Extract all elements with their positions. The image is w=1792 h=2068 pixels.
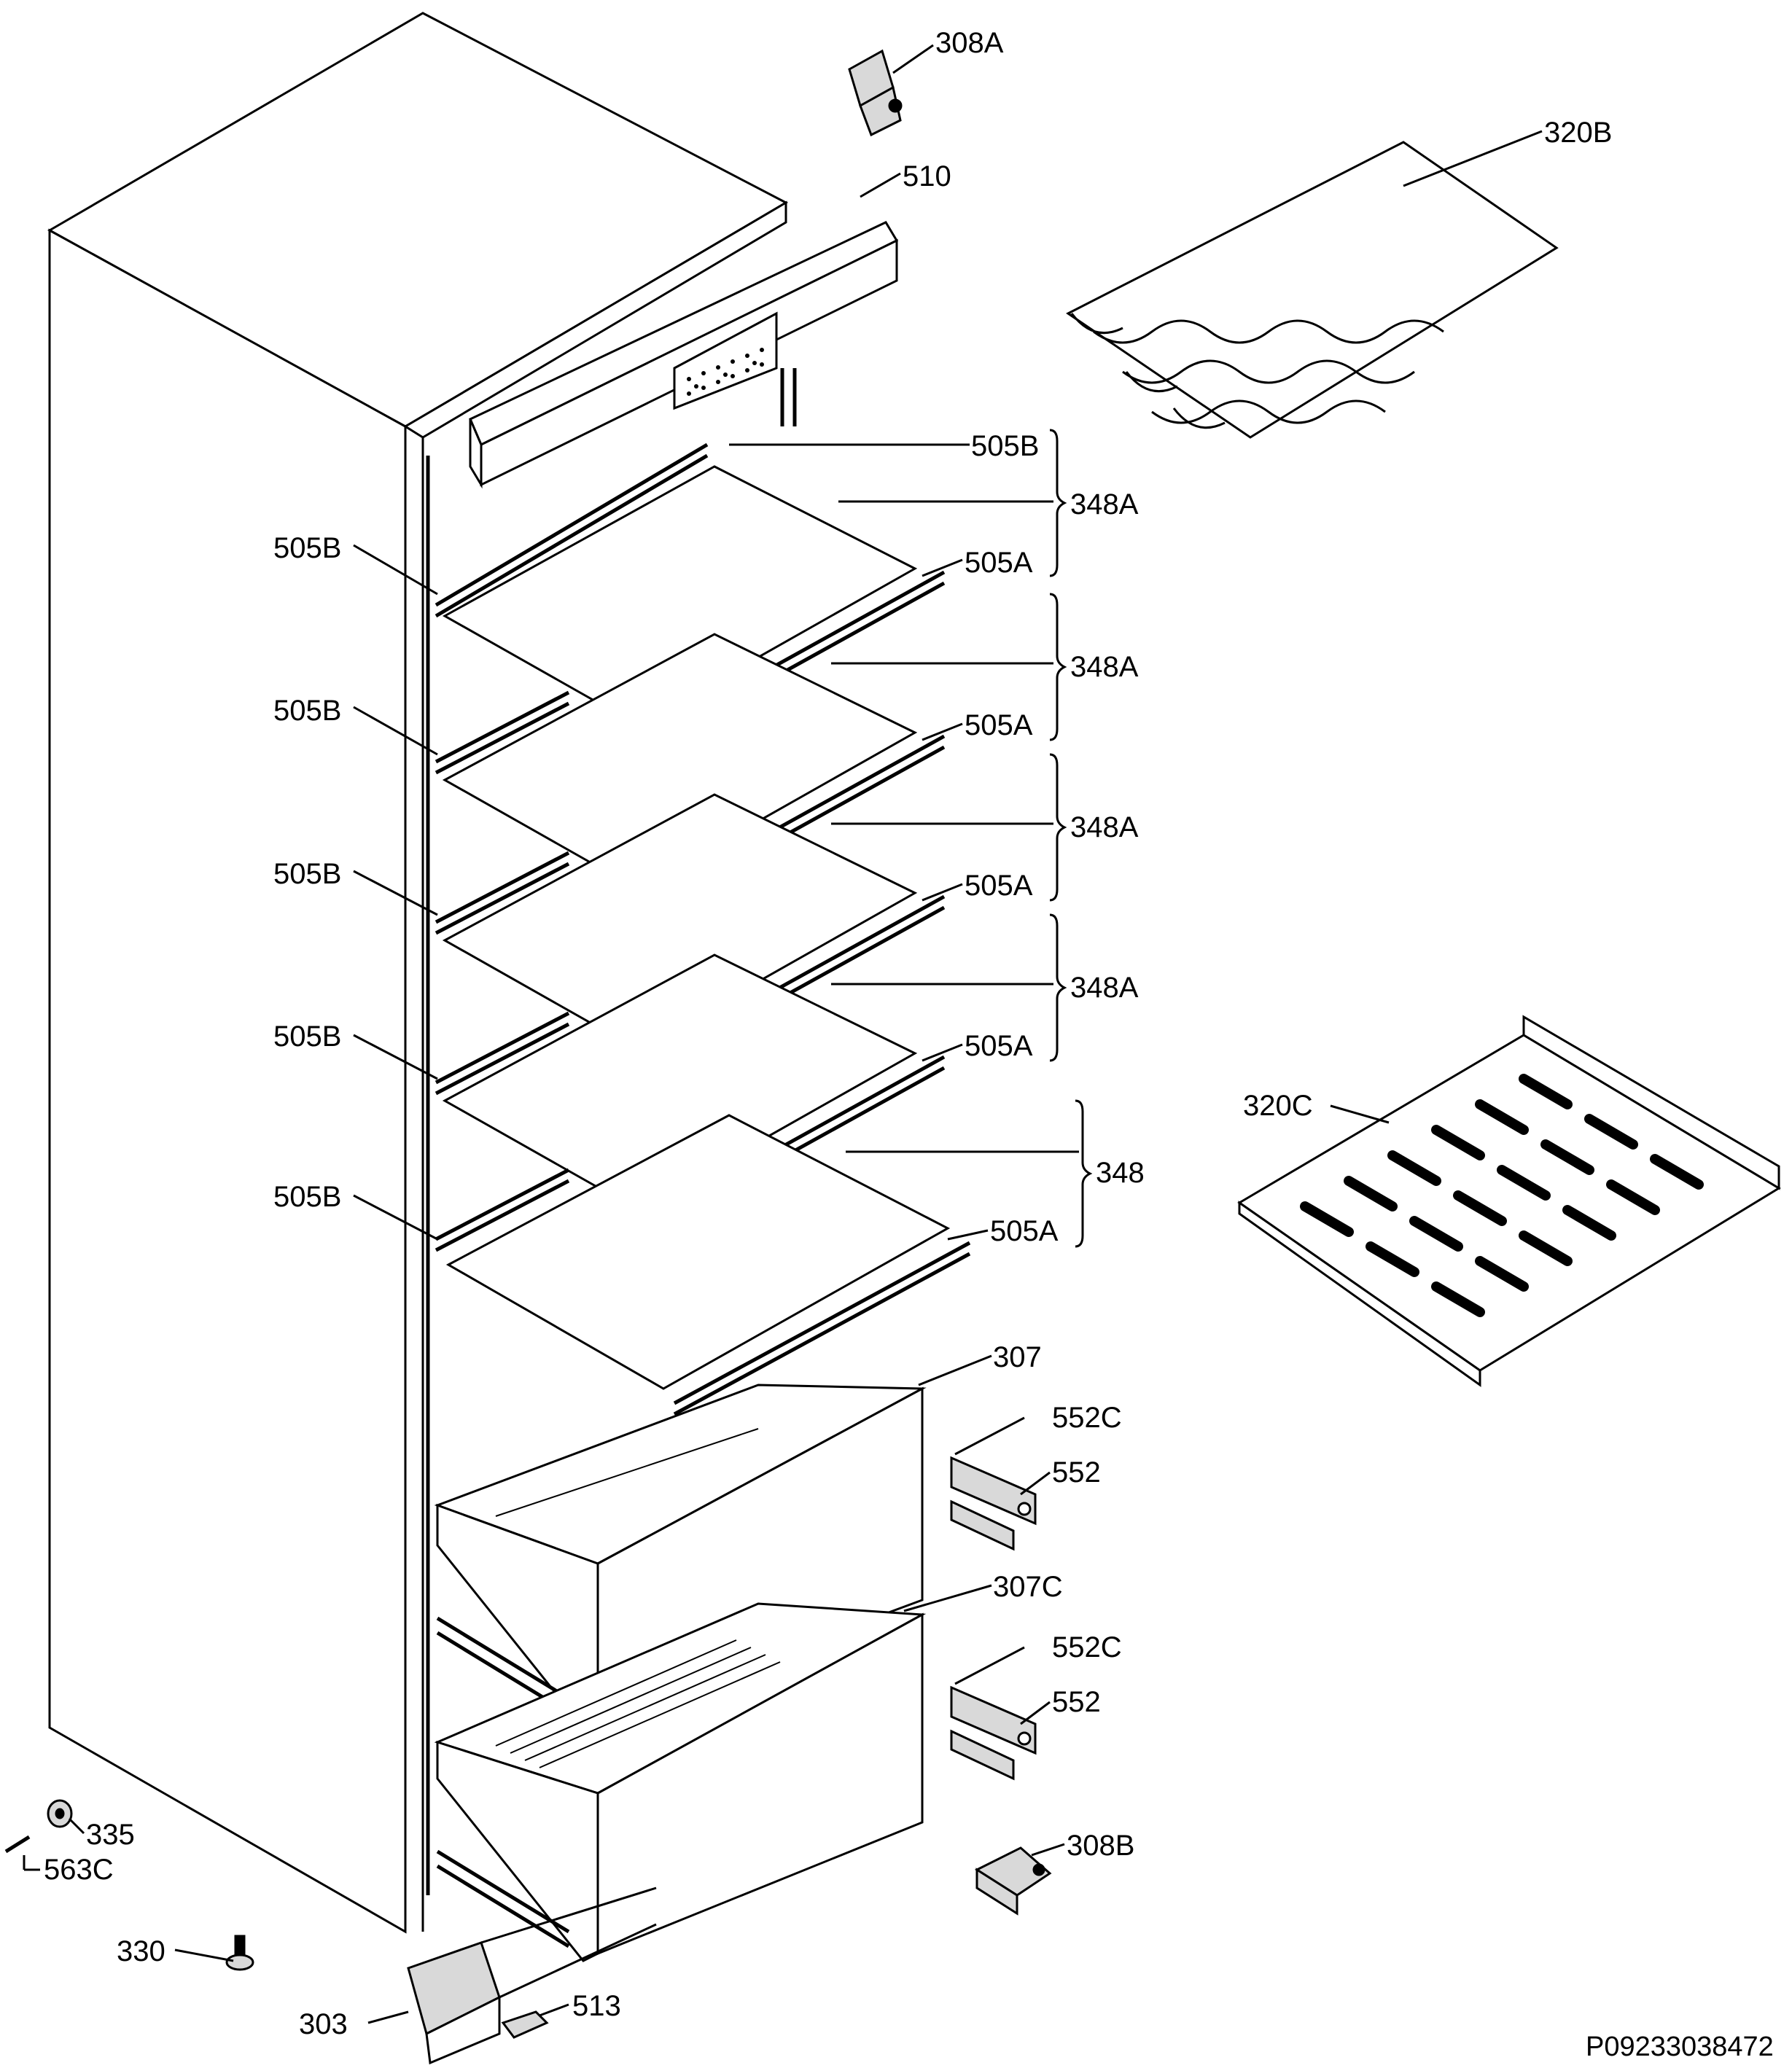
- slide-552-upper: [950, 1456, 1037, 1551]
- callout-labels: 308A 510 320B 505B 348A 505A 505B 348A 5…: [44, 27, 1774, 2062]
- drawer-307c: [434, 1602, 927, 1962]
- label-505b-2: 505B: [273, 695, 341, 727]
- label-308b: 308B: [1067, 1830, 1134, 1862]
- label-552-1: 552: [1052, 1456, 1101, 1488]
- label-303: 303: [299, 2008, 348, 2040]
- drawer-307: [434, 1384, 927, 1729]
- label-320b: 320B: [1544, 117, 1612, 149]
- label-552c-2: 552C: [1052, 1631, 1122, 1663]
- label-505a-5: 505A: [990, 1215, 1059, 1247]
- shelf-brackets: [1049, 429, 1093, 1248]
- label-348: 348: [1096, 1157, 1145, 1189]
- label-505b-5: 505B: [273, 1181, 341, 1213]
- label-505a-2: 505A: [965, 709, 1033, 741]
- part-513: [501, 2010, 549, 2039]
- part-563c: [4, 1835, 31, 1854]
- drawer-307c-ribs: [495, 1639, 781, 1768]
- tray-320c: [1237, 1015, 1781, 1387]
- part-335: [47, 1799, 73, 1828]
- panel-vent-dots: [687, 348, 764, 396]
- label-308a: 308A: [935, 27, 1004, 59]
- label-505a-1: 505A: [965, 547, 1033, 579]
- label-552c-1: 552C: [1052, 1402, 1122, 1434]
- label-505b-3: 505B: [273, 858, 341, 890]
- label-505a-4: 505A: [965, 1030, 1033, 1062]
- label-505b-4: 505B: [273, 1021, 341, 1053]
- label-563c: 563C: [44, 1854, 114, 1886]
- cover-303: [407, 1886, 657, 2065]
- tray-slots: [1300, 1074, 1704, 1317]
- hinge-308a: [848, 49, 903, 137]
- wine-rack-320b: [1066, 141, 1559, 439]
- label-307: 307: [993, 1341, 1042, 1373]
- cabinet: [47, 12, 789, 1934]
- label-513: 513: [572, 1990, 621, 2022]
- label-505b-1: 505B: [273, 532, 341, 564]
- label-348a-4: 348A: [1070, 972, 1139, 1004]
- label-330: 330: [117, 1935, 165, 1967]
- glass-shelves: [435, 442, 971, 1416]
- label-505a-3: 505A: [965, 870, 1033, 902]
- control-panel-510: [469, 221, 899, 489]
- slide-552-lower: [950, 1685, 1037, 1781]
- foot-330: [225, 1935, 254, 1971]
- label-348a-3: 348A: [1070, 811, 1139, 843]
- label-335: 335: [86, 1819, 135, 1851]
- label-510: 510: [903, 160, 951, 192]
- label-348a-2: 348A: [1070, 651, 1139, 683]
- label-320c: 320C: [1243, 1090, 1313, 1122]
- label-307c: 307C: [993, 1571, 1063, 1603]
- reference-code: P09233038472: [1586, 2032, 1774, 2062]
- label-552-2: 552: [1052, 1686, 1101, 1718]
- label-348a-1: 348A: [1070, 488, 1139, 520]
- hinge-308b: [974, 1846, 1052, 1916]
- leader-lines: [23, 44, 1543, 2024]
- label-505b-top: 505B: [971, 430, 1039, 462]
